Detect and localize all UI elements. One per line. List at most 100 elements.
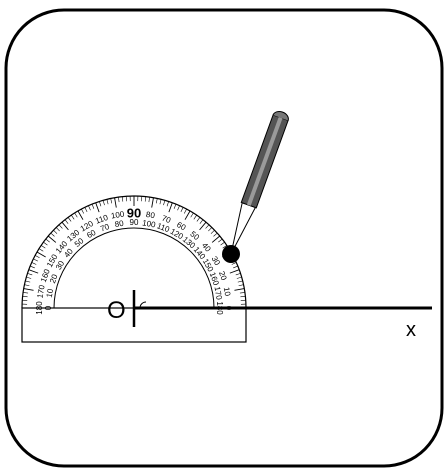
protractor-scale-label: 20 bbox=[217, 270, 229, 282]
protractor-tick bbox=[106, 199, 109, 205]
protractor-scale-label: 70 bbox=[161, 214, 173, 226]
protractor-tick bbox=[77, 210, 84, 220]
protractor-tick bbox=[91, 204, 95, 209]
protractor-tick bbox=[177, 205, 180, 211]
protractor-tick bbox=[213, 232, 218, 237]
protractor-tick bbox=[71, 214, 75, 220]
protractor-tick bbox=[183, 208, 187, 214]
protractor-tick bbox=[121, 196, 124, 202]
protractor-tick bbox=[234, 288, 245, 291]
protractor-tick bbox=[118, 197, 120, 203]
protractor-tick bbox=[33, 258, 38, 262]
protractor-tick bbox=[196, 217, 201, 222]
pencil-contact-dot bbox=[222, 245, 240, 263]
protractor-tick bbox=[22, 295, 28, 298]
protractor-tick bbox=[148, 197, 150, 203]
protractor-tick bbox=[229, 269, 240, 274]
protractor-scale-label: 80 bbox=[114, 219, 125, 230]
protractor-tick bbox=[193, 214, 197, 220]
protractor-scale-label: 160 bbox=[208, 271, 221, 287]
protractor-tick bbox=[55, 227, 60, 232]
protractor-tick bbox=[26, 276, 32, 279]
origin-label: O bbox=[107, 297, 126, 324]
protractor-scale-label: 20 bbox=[48, 273, 60, 285]
protractor-tick bbox=[50, 232, 55, 237]
protractor-tick bbox=[40, 245, 46, 249]
protractor-scale-label: 90 bbox=[127, 205, 141, 220]
protractor-tick bbox=[31, 262, 37, 265]
protractor-scale-label: 180 bbox=[35, 301, 44, 315]
protractor-scale-label: 110 bbox=[156, 221, 172, 234]
protractor-tick bbox=[47, 235, 57, 243]
protractor-scale-label: 0 bbox=[44, 305, 53, 310]
origin-angle-arc bbox=[139, 301, 147, 309]
protractor-tick bbox=[27, 273, 33, 276]
pencil bbox=[230, 110, 289, 255]
protractor-tick bbox=[231, 262, 237, 265]
protractor-tick bbox=[45, 238, 50, 243]
protractor-inner-arc bbox=[53, 227, 215, 309]
protractor-tick bbox=[25, 280, 31, 283]
protractor-tick bbox=[74, 212, 78, 218]
protractor-tick bbox=[238, 284, 244, 287]
protractor-tick bbox=[23, 292, 29, 294]
x-axis-label: x bbox=[406, 319, 416, 341]
protractor-tick bbox=[205, 224, 210, 229]
pencil-stripe bbox=[246, 117, 283, 206]
protractor-tick bbox=[208, 227, 213, 232]
protractor-tick bbox=[184, 210, 191, 220]
protractor-scale-label: 10 bbox=[222, 286, 233, 297]
protractor-tick bbox=[163, 200, 166, 206]
protractor-tick bbox=[239, 292, 245, 294]
protractor-scale-label: 160 bbox=[39, 267, 52, 283]
protractor-tick bbox=[38, 248, 44, 252]
protractor-tick bbox=[237, 280, 243, 283]
protractor-scale-label: 10 bbox=[45, 287, 56, 298]
protractor-tick bbox=[61, 221, 69, 231]
protractor-tick bbox=[36, 251, 46, 258]
protractor-tick bbox=[84, 207, 88, 212]
protractor-tick bbox=[144, 196, 147, 202]
protractor-tick bbox=[95, 202, 100, 213]
protractor-tick bbox=[81, 208, 85, 214]
protractor-tick bbox=[102, 200, 105, 206]
protractor-tick bbox=[210, 229, 215, 234]
protractor-scale-label: 170 bbox=[35, 284, 46, 299]
protractor-tick bbox=[30, 265, 35, 269]
protractor-tick bbox=[180, 207, 184, 212]
protractor-scale-label: 100 bbox=[110, 209, 125, 220]
protractor-tick bbox=[67, 217, 72, 222]
protractor-tick bbox=[58, 224, 63, 229]
protractor-tick bbox=[34, 255, 40, 259]
protractor-tick bbox=[110, 198, 113, 204]
protractor-scale-label: 110 bbox=[94, 213, 110, 226]
protractor-tick bbox=[155, 198, 158, 204]
protractor-scale-label: 170 bbox=[213, 286, 224, 301]
protractor-tick bbox=[199, 221, 207, 231]
protractor-tick bbox=[114, 197, 117, 208]
protractor-tick bbox=[159, 199, 162, 205]
protractor-tick bbox=[222, 245, 228, 249]
protractor-tick bbox=[43, 241, 48, 246]
protractor-scale-label: 100 bbox=[141, 218, 156, 229]
protractor-tick bbox=[190, 212, 194, 218]
protractor-tick bbox=[233, 265, 238, 269]
protractor-tick bbox=[218, 238, 223, 243]
protractor-tick bbox=[240, 295, 246, 298]
protractor-scale-label: 90 bbox=[130, 218, 139, 227]
protractor-tick bbox=[53, 229, 58, 234]
protractor-tick bbox=[211, 235, 221, 243]
protractor-scale-label: 70 bbox=[99, 222, 111, 234]
protractor-tick bbox=[166, 201, 169, 207]
protractor-tick bbox=[24, 284, 30, 287]
protractor-tick bbox=[236, 276, 242, 279]
protractor-scale-label: 80 bbox=[145, 210, 156, 221]
protractor-tick bbox=[199, 219, 204, 224]
protractor-tick bbox=[88, 205, 91, 211]
protractor-tick bbox=[64, 219, 69, 224]
protractor-tick bbox=[168, 202, 173, 213]
protractor-tick bbox=[235, 273, 241, 276]
protractor-tick bbox=[23, 288, 34, 291]
